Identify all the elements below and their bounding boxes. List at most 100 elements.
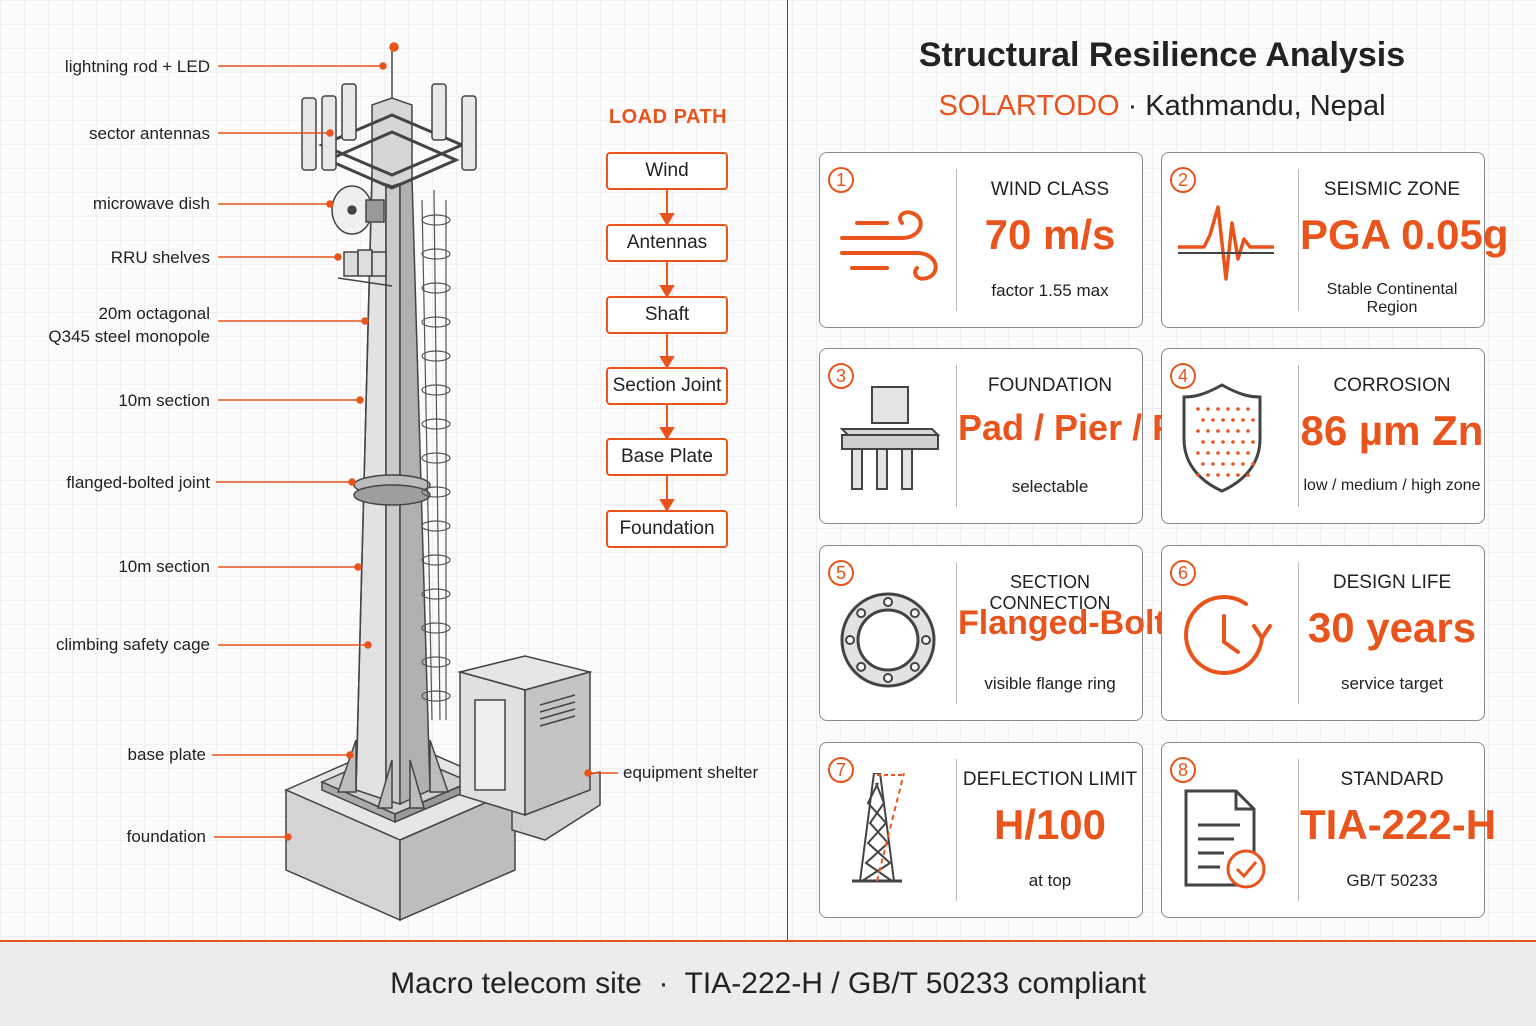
card-number: 2 (1170, 167, 1196, 193)
load-path-step-wind: Wind (606, 152, 728, 190)
load-path-arrowhead (659, 285, 675, 298)
card-seismic-zone: 2 SEISMIC ZONE PGA 0.05g Stable Continen… (1161, 152, 1509, 328)
pile-foundation-icon (839, 386, 941, 490)
card-value: PGA 0.05g (1300, 211, 1509, 258)
load-path-arrowhead (659, 427, 675, 440)
corrosion-dot (1206, 407, 1210, 411)
corrosion-dot (1246, 451, 1250, 455)
card-corrosion: 4 CORROSION 86 µm Zn low / medium / high… (1161, 348, 1485, 524)
card-wind-class: 1 WIND CLASS 70 m/s factor 1.55 max (819, 152, 1143, 328)
footer-banner: Macro telecom site · TIA-222-H / GB/T 50… (0, 940, 1536, 1026)
tower-illustration (212, 42, 675, 922)
card-label: STANDARD (1340, 769, 1444, 790)
cage-ring (421, 486, 451, 498)
corrosion-dot (1196, 429, 1200, 433)
page-title: Structural Resilience Analysis (918, 36, 1406, 74)
seismic-wave-icon (1178, 205, 1274, 281)
cage-ring (421, 316, 451, 328)
corrosion-dot (1251, 440, 1255, 444)
leader-dot (326, 129, 334, 137)
cage-ring (421, 554, 451, 566)
flange-bolt-hole (921, 635, 931, 645)
corrosion-dot (1201, 462, 1205, 466)
card-label: DEFLECTION LIMIT (962, 769, 1138, 790)
corrosion-dot (1211, 440, 1215, 444)
callout-climbing-cage: climbing safety cage (55, 635, 210, 654)
tower-deflection-icon (852, 773, 905, 883)
rru-shelves (337, 249, 393, 287)
corrosion-dot (1226, 473, 1230, 477)
climbing-cage (421, 189, 447, 721)
card-number: 8 (1170, 757, 1196, 783)
callout-sector-antennas: sector antennas (89, 124, 210, 143)
callout-leader-lines (212, 62, 618, 841)
corrosion-dot (1201, 440, 1205, 444)
card-divider (956, 169, 957, 311)
corrosion-dot (1206, 429, 1210, 433)
sector-antennas (301, 83, 477, 171)
cage-ring (421, 248, 451, 260)
card-subtext: factor 1.55 max (991, 281, 1109, 300)
card-deflection-limit: 7 DEFLECTION LIMIT H/100 at top (819, 742, 1143, 918)
card-foundation: 3 FOUNDATION Pad / Pier / Pile selectabl… (819, 348, 1217, 524)
callout-base-plate: base plate (127, 745, 206, 764)
corrosion-dot (1196, 407, 1200, 411)
flange-bolt-hole (883, 673, 893, 683)
document-check-icon (1184, 789, 1266, 889)
card-divider (1298, 365, 1299, 507)
card-divider (956, 562, 957, 704)
flange-ring-icon (840, 592, 936, 688)
corrosion-dot (1241, 462, 1245, 466)
card-value: Pad / Pier / Pile (958, 407, 1217, 448)
callout-microwave-dish: microwave dish (92, 194, 210, 213)
card-subtext: service target (1340, 674, 1444, 693)
card-number: 4 (1170, 363, 1196, 389)
card-value: H/100 (993, 801, 1107, 848)
card-design-life: 6 DESIGN LIFE 30 years service target (1161, 545, 1485, 721)
cage-ring (421, 282, 451, 294)
leader-dot (361, 317, 369, 325)
corrosion-dot (1211, 462, 1215, 466)
corrosion-dot (1226, 451, 1230, 455)
leader-dot (334, 253, 342, 261)
corrosion-dot (1251, 462, 1255, 466)
card-number: 5 (828, 560, 854, 586)
cage-ring (421, 350, 451, 362)
card-label: WIND CLASS (990, 179, 1110, 200)
card-number: 1 (828, 167, 854, 193)
leader-dot (364, 641, 372, 649)
leader-dot (348, 478, 356, 486)
load-path-step-shaft: Shaft (606, 296, 728, 334)
flange-bolt-hole (909, 661, 920, 672)
load-path-step-foundation: Foundation (606, 510, 728, 548)
load-path-step-section-joint: Section Joint (606, 367, 728, 405)
card-subtext: GB/T 50233 (1346, 871, 1438, 890)
flange-bolt-hole (856, 608, 867, 619)
cage-ring (421, 622, 451, 634)
corrosion-dot (1246, 429, 1250, 433)
cage-ring (421, 418, 451, 430)
page-subtitle: SOLARTODO · Kathmandu, Nepal (788, 90, 1536, 123)
card-subtext: low / medium / high zone (1303, 477, 1481, 494)
corrosion-dot (1241, 440, 1245, 444)
corrosion-dot (1231, 440, 1235, 444)
corrosion-dot (1246, 473, 1250, 477)
corrosion-dot (1236, 473, 1240, 477)
callout-monopole-line2: Q345 steel monopole (48, 327, 210, 346)
corrosion-dot (1196, 451, 1200, 455)
load-path-step-antennas: Antennas (606, 224, 728, 262)
panel-divider (787, 0, 788, 940)
corrosion-dot (1226, 407, 1230, 411)
cage-ring (421, 520, 451, 532)
clock-icon (1184, 595, 1272, 675)
card-divider (956, 759, 957, 901)
callout-rru-shelves: RRU shelves (110, 248, 210, 267)
card-standard: 8 STANDARD TIA-222-H GB/T 50233 (1161, 742, 1497, 918)
callout-section-upper: 10m section (118, 391, 210, 410)
card-value: TIA-222-H (1300, 801, 1497, 848)
card-label: SECTION CONNECTION (989, 572, 1111, 613)
leader-dot (356, 396, 364, 404)
card-divider (1298, 562, 1299, 704)
location-text: Kathmandu, Nepal (1145, 90, 1386, 122)
card-subtext: at top (1028, 871, 1072, 890)
